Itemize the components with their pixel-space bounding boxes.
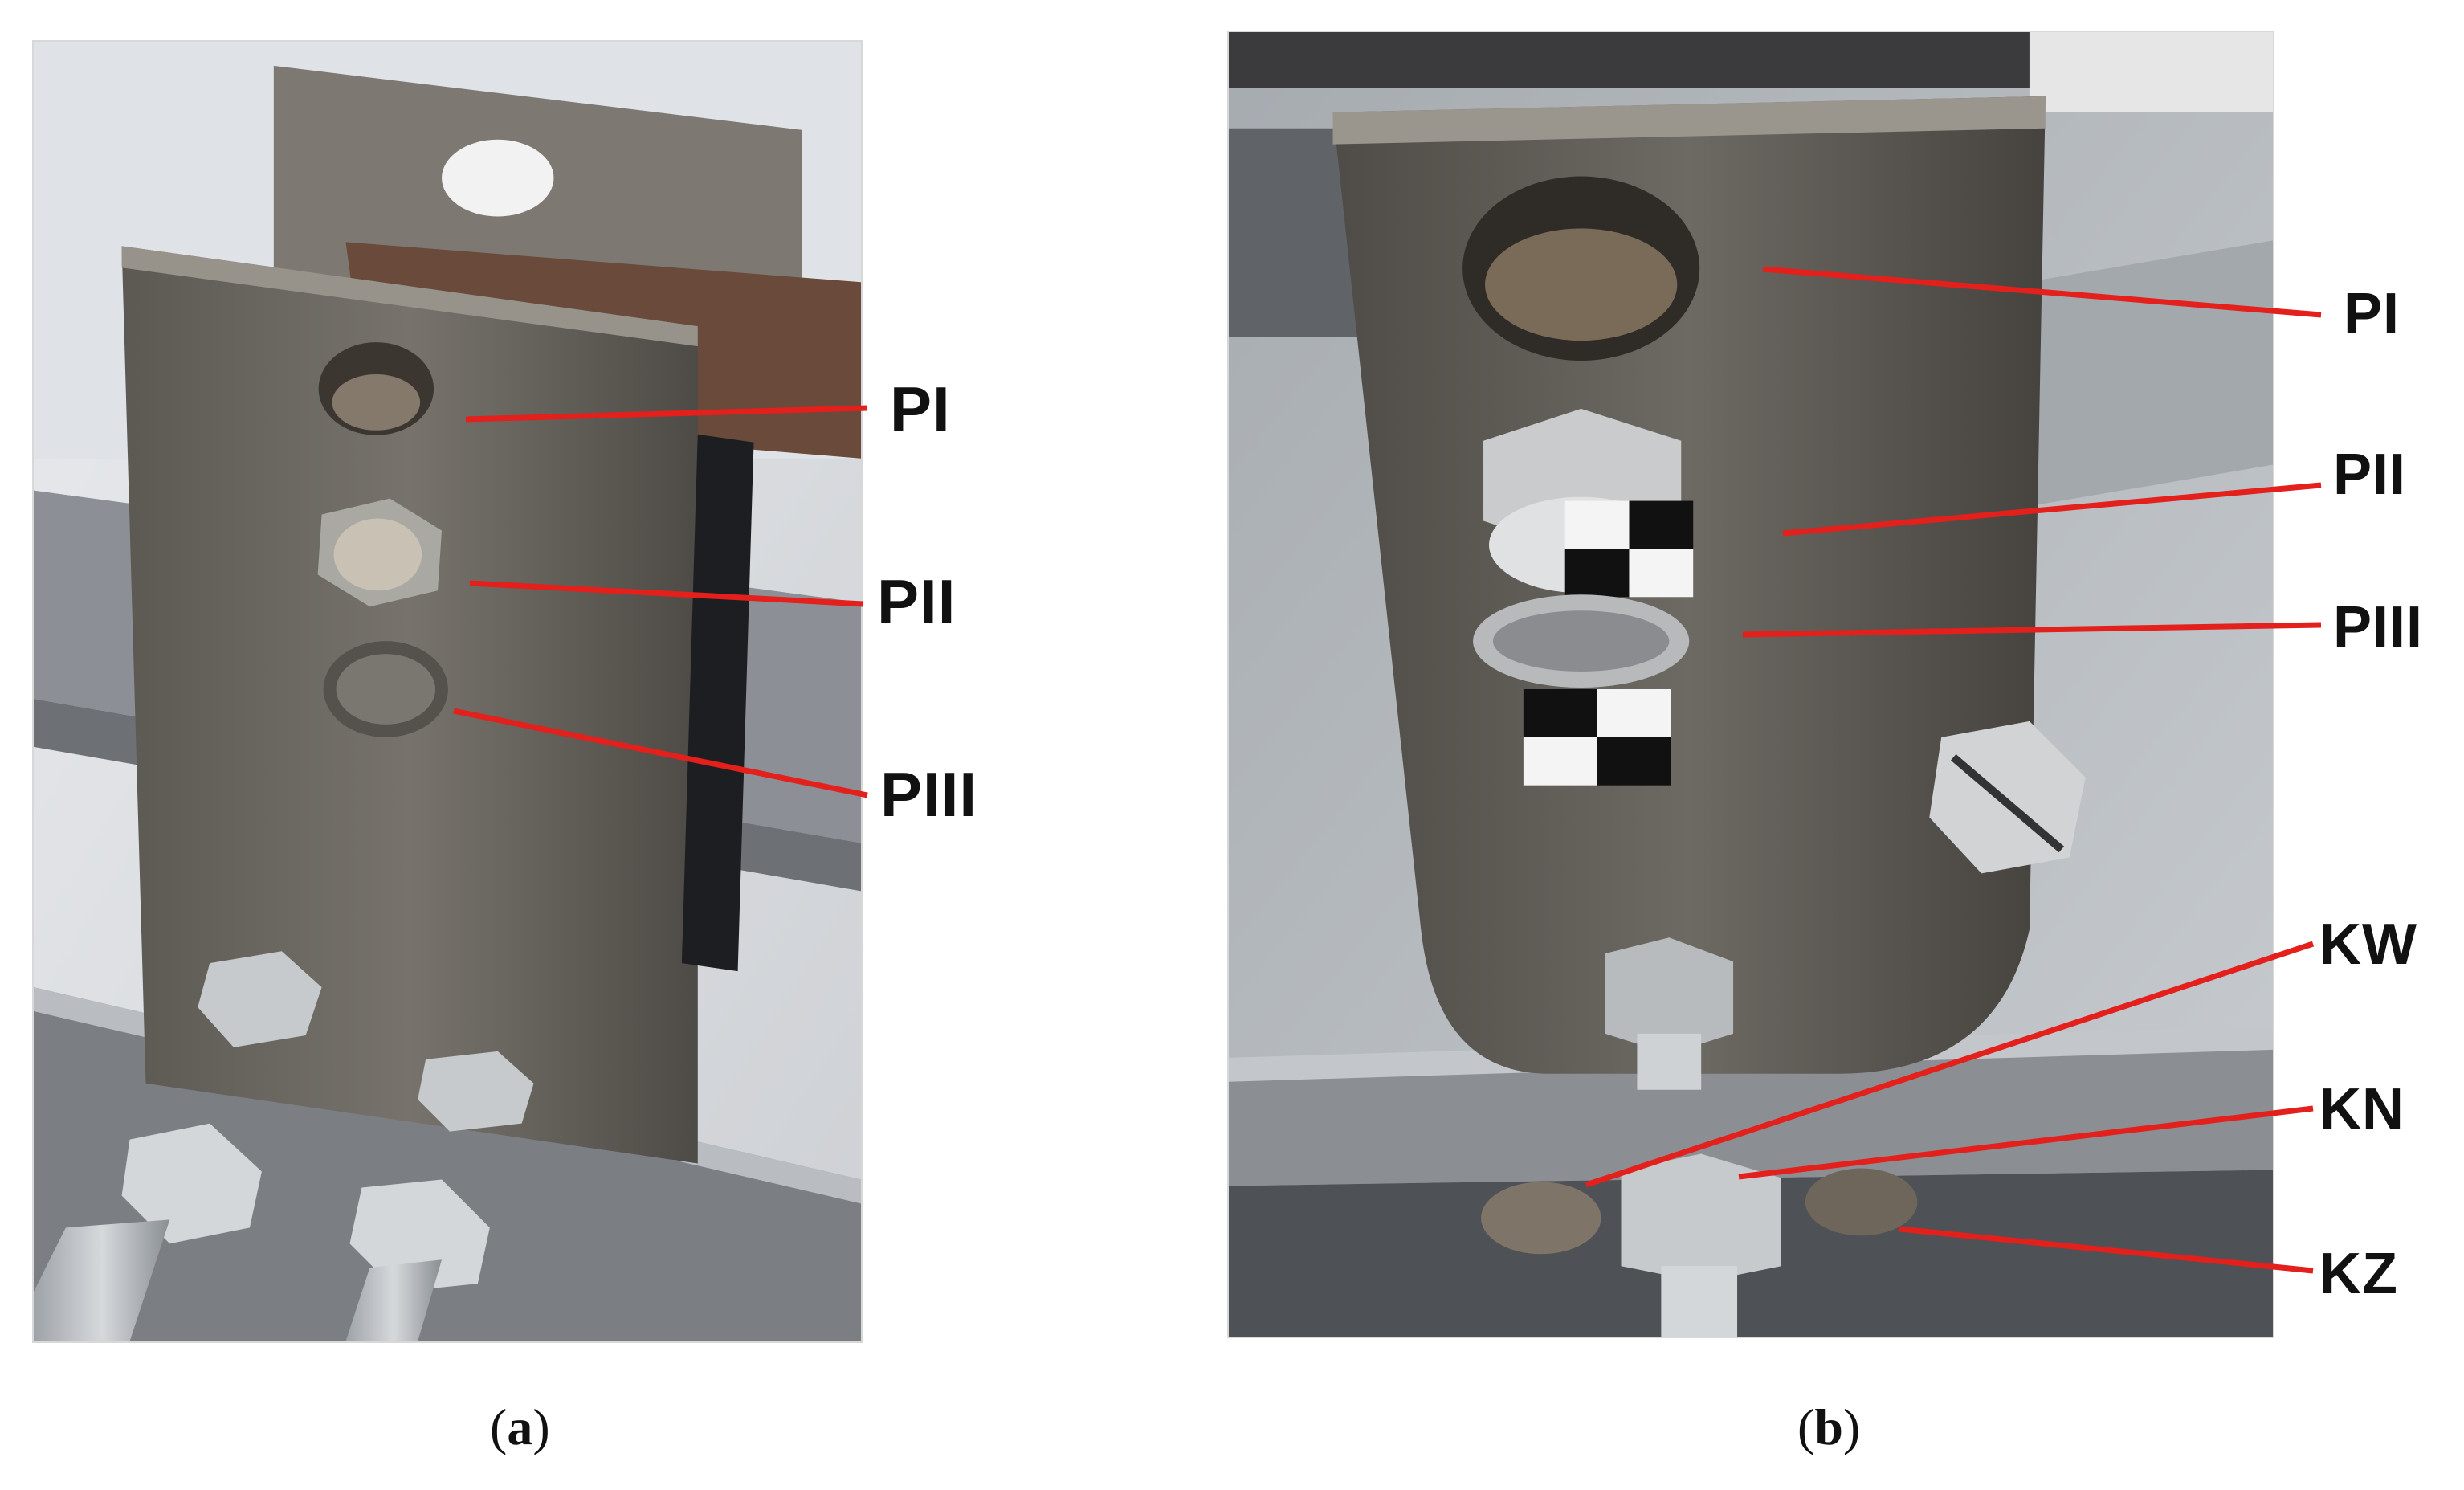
label-b-kn: KN bbox=[2319, 1077, 2405, 1141]
caption-b-close: ) bbox=[1842, 1398, 1861, 1455]
label-b-pi: PI bbox=[2344, 282, 2401, 346]
caption-a-letter: a bbox=[507, 1398, 533, 1455]
caption-b-open: ( bbox=[1797, 1398, 1815, 1455]
caption-a-open: ( bbox=[490, 1398, 508, 1455]
label-a-pii: PII bbox=[877, 566, 957, 637]
photo-panel-a bbox=[32, 40, 863, 1343]
label-b-kw: KW bbox=[2319, 912, 2417, 977]
caption-a: (a) bbox=[490, 1402, 550, 1453]
label-a-piii: PIII bbox=[880, 759, 978, 830]
bracket-photo-b bbox=[1229, 32, 2273, 1337]
photo-panel-b bbox=[1227, 31, 2274, 1338]
caption-b-letter: b bbox=[1814, 1398, 1843, 1455]
label-b-pii: PII bbox=[2333, 443, 2407, 507]
label-a-pi: PI bbox=[890, 374, 951, 444]
label-b-kz: KZ bbox=[2319, 1242, 2398, 1306]
caption-b: (b) bbox=[1797, 1402, 1860, 1453]
label-b-piii: PIII bbox=[2333, 595, 2424, 659]
bracket-photo-a bbox=[34, 42, 861, 1341]
caption-a-close: ) bbox=[532, 1398, 550, 1455]
